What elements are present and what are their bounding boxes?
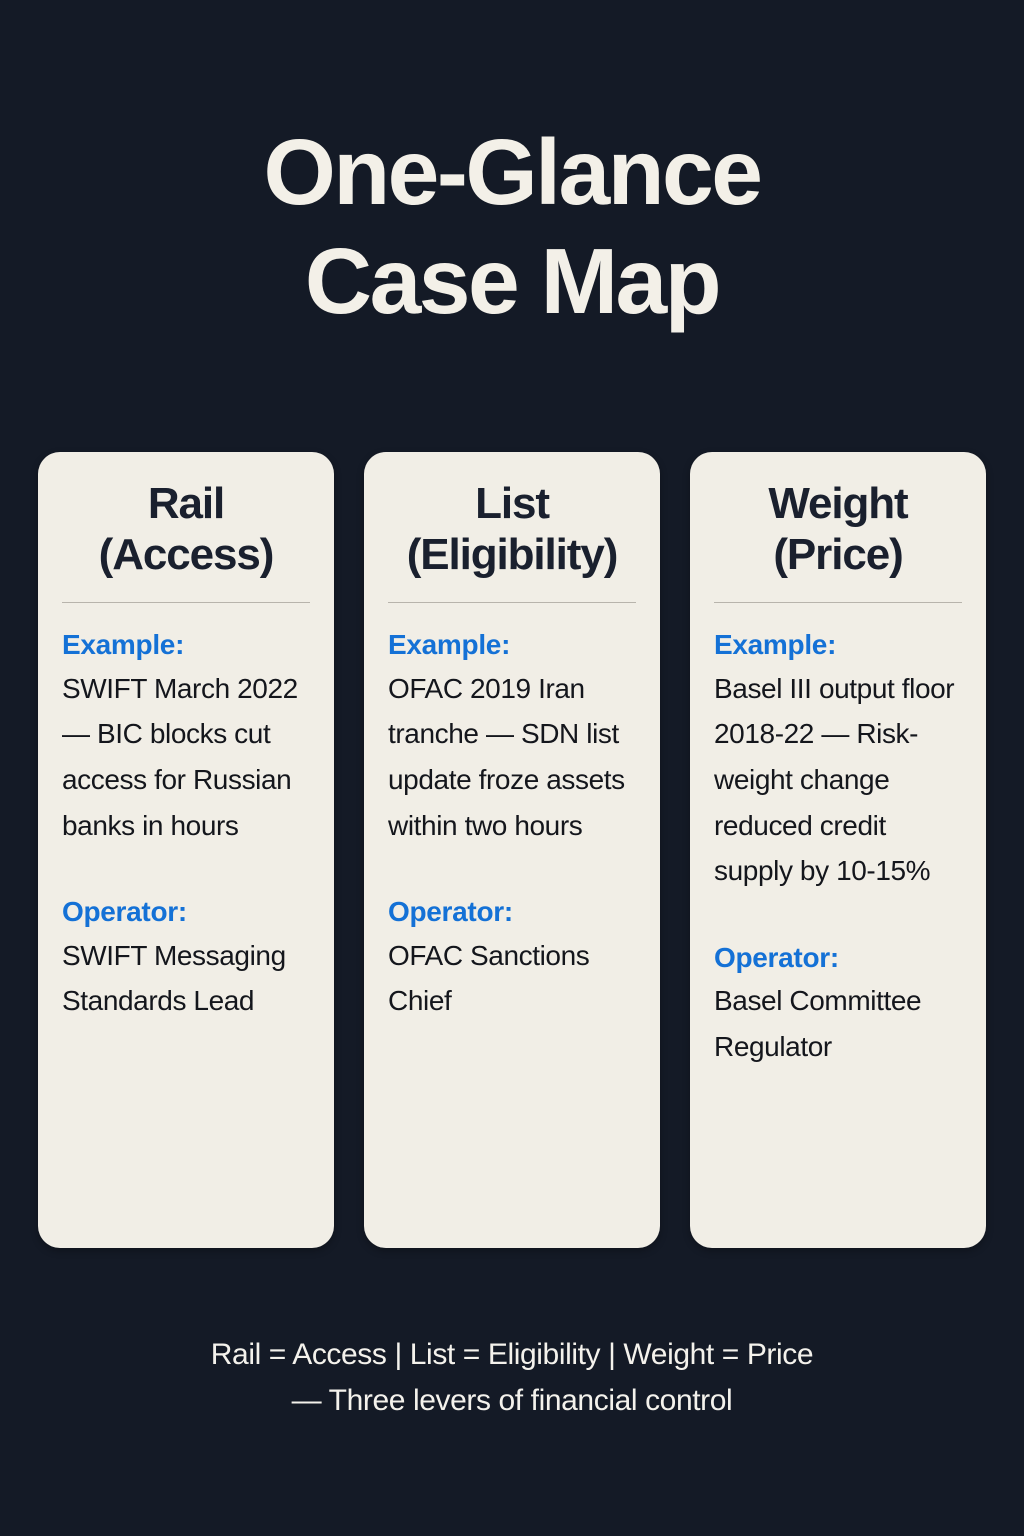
card-header-rail: Rail (Access) [62, 478, 310, 584]
operator-field: Operator: SWIFT Messaging Standards Lead [62, 892, 310, 1024]
card-header-line-2: (Eligibility) [406, 530, 619, 580]
example-value: OFAC 2019 Iran tranche — SDN list update… [388, 672, 625, 841]
operator-value: Basel Committee Regulator [714, 985, 922, 1062]
operator-value: SWIFT Messaging Standards Lead [62, 939, 286, 1017]
operator-field: Operator: Basel Committee Regulator [714, 938, 962, 1070]
card-header-line-2: (Price) [773, 530, 903, 580]
footer-caption: Rail = Access | List = Eligibility | Wei… [38, 1332, 986, 1423]
card-weight: Weight (Price) Example: Basel III output… [690, 452, 986, 1248]
operator-label: Operator: [388, 896, 513, 928]
example-value: Basel III output floor 2018-22 — Risk-we… [714, 672, 955, 887]
card-divider [714, 602, 962, 604]
example-value: SWIFT March 2022 — BIC blocks cut access… [62, 672, 298, 841]
operator-label: Operator: [714, 941, 839, 973]
example-field: Example: Basel III output floor 2018-22 … [714, 625, 962, 894]
example-field: Example: SWIFT March 2022 — BIC blocks c… [62, 625, 310, 848]
card-divider [62, 602, 310, 604]
title-line-2: Case Map [304, 228, 722, 333]
title-line-1: One-Glance [263, 120, 764, 224]
card-header-line-1: List [475, 479, 550, 528]
card-header-line-2: (Access) [98, 530, 275, 580]
footer-line-1: Rail = Access | List = Eligibility | Wei… [210, 1338, 814, 1371]
example-label: Example: [62, 629, 185, 661]
example-field: Example: OFAC 2019 Iran tranche — SDN li… [388, 625, 636, 848]
example-label: Example: [714, 629, 837, 661]
card-divider [388, 602, 636, 604]
card-header-line-1: Rail [147, 479, 225, 528]
card-grid: Rail (Access) Example: SWIFT March 2022 … [38, 452, 986, 1248]
page-title: One-Glance Case Map [0, 0, 1024, 336]
operator-label: Operator: [62, 896, 187, 928]
example-label: Example: [388, 629, 511, 661]
operator-field: Operator: OFAC Sanctions Chief [388, 892, 636, 1024]
card-header-line-1: Weight [768, 479, 908, 528]
card-list: List (Eligibility) Example: OFAC 2019 Ir… [364, 452, 660, 1248]
card-header-weight: Weight (Price) [714, 478, 962, 584]
card-header-list: List (Eligibility) [388, 478, 636, 584]
card-rail: Rail (Access) Example: SWIFT March 2022 … [38, 452, 334, 1248]
operator-value: OFAC Sanctions Chief [388, 939, 590, 1017]
footer-line-2: — Three levers of financial control [291, 1383, 733, 1417]
title-heading: One-Glance Case Map [38, 118, 986, 336]
